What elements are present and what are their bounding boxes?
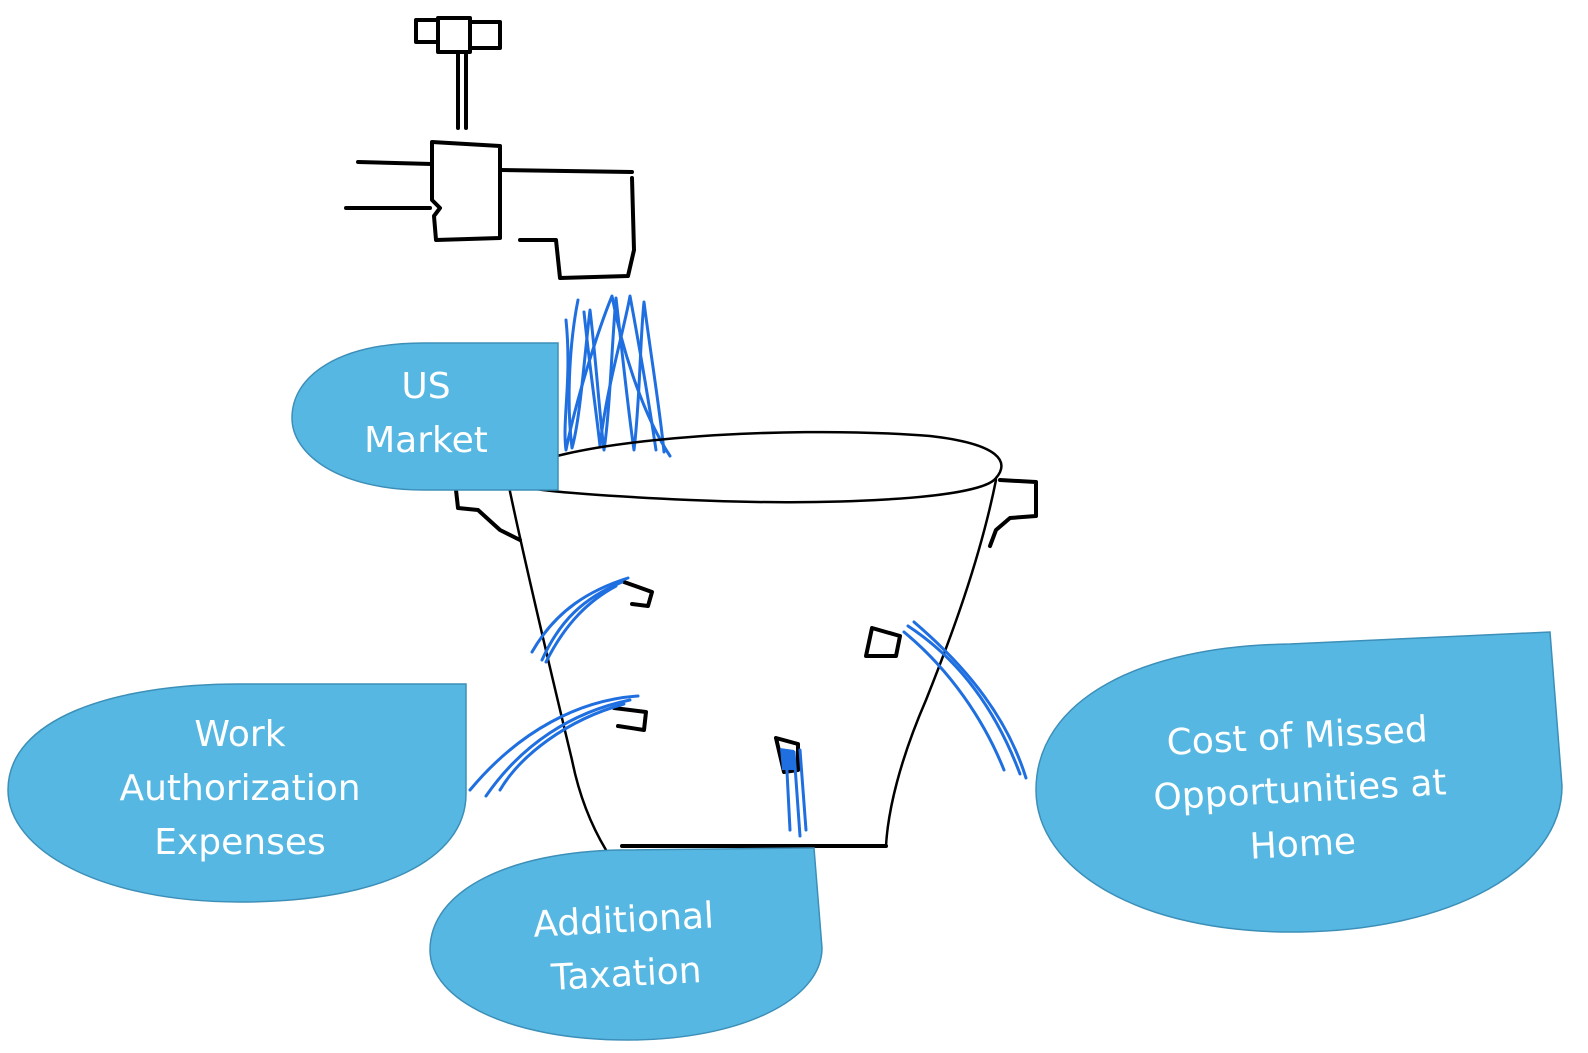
- faucet-icon: [344, 16, 636, 280]
- bucket-icon: [454, 430, 1038, 852]
- us-market-callout-shape: [291, 342, 559, 491]
- work-authorization-callout-shape: [7, 683, 467, 903]
- additional-taxation-label: Additional Taxation: [532, 895, 715, 999]
- water-stream-icon: [563, 294, 672, 458]
- leak-streams: [468, 576, 1028, 838]
- missed-opportunities-callout-shape: [1035, 631, 1563, 933]
- work-authorization-label: Work Authorization Expenses: [119, 714, 361, 863]
- us-market-label: US Market: [364, 366, 488, 461]
- additional-taxation-callout-shape: [429, 847, 823, 1041]
- leak-hole-icon: [612, 580, 902, 774]
- missed-opportunities-label: Cost of Missed Opportunities at Home: [1152, 709, 1448, 868]
